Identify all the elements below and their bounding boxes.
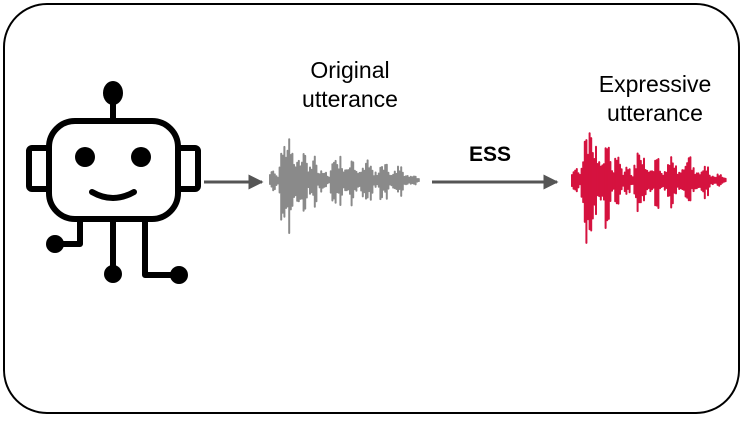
expressive-label-line1: Expressive — [598, 71, 712, 97]
original-waveform-icon — [269, 138, 420, 234]
original-utterance-label: Original utterance — [270, 56, 430, 114]
diagram-frame — [3, 3, 740, 414]
expressive-label-line2: utterance — [607, 100, 703, 126]
expressive-waveform-icon — [571, 132, 727, 244]
original-label-line1: Original — [310, 57, 390, 83]
expressive-utterance-label: Expressive utterance — [565, 70, 745, 128]
ess-label: ESS — [468, 143, 512, 166]
original-label-line2: utterance — [302, 86, 398, 112]
robot-icon — [26, 81, 201, 284]
